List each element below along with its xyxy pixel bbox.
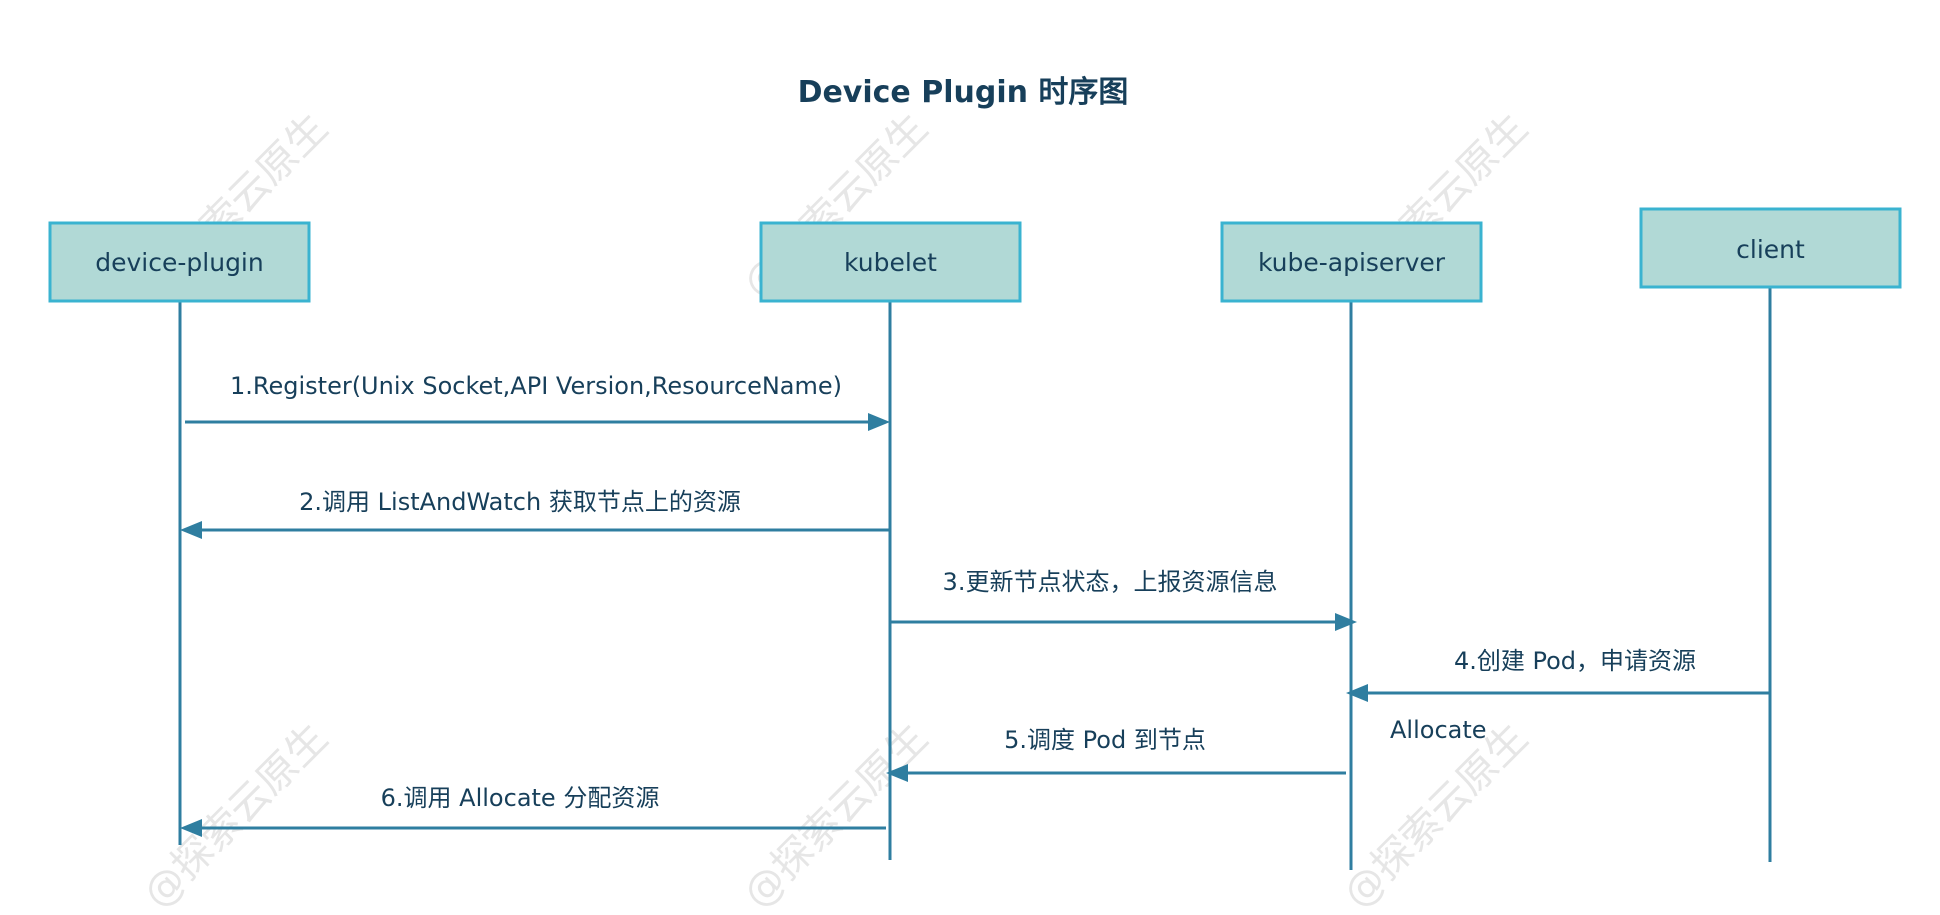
- watermark: @探索云原生: [1335, 715, 1537, 915]
- message-6: 6.调用 Allocate 分配资源: [180, 784, 886, 837]
- participant-label: kubelet: [844, 248, 937, 277]
- message-label: 2.调用 ListAndWatch 获取节点上的资源: [299, 488, 741, 516]
- participant-box: [1220, 221, 1483, 303]
- watermark: @探索云原生: [735, 715, 937, 915]
- message-label: 6.调用 Allocate 分配资源: [381, 784, 660, 812]
- participant-label: device-plugin: [95, 248, 263, 277]
- diagram-title: Device Plugin 时序图: [798, 75, 1129, 110]
- participant-label: kube-apiserver: [1258, 248, 1446, 277]
- message-label: 5.调度 Pod 到节点: [1004, 726, 1206, 754]
- participant-kube-apiserver: kube-apiserver: [1220, 221, 1483, 303]
- participant-box: [759, 221, 1022, 303]
- arrowhead: [1346, 684, 1368, 702]
- message-2: 2.调用 ListAndWatch 获取节点上的资源: [180, 488, 890, 539]
- arrowhead: [180, 521, 202, 539]
- participant-box: [48, 221, 311, 303]
- message-4: 4.创建 Pod，申请资源: [1346, 647, 1770, 702]
- participant-device-plugin: device-plugin: [48, 221, 311, 303]
- participant-label: client: [1736, 235, 1805, 264]
- message-label: 4.创建 Pod，申请资源: [1454, 647, 1696, 675]
- message-label: 3.更新节点状态，上报资源信息: [943, 568, 1278, 596]
- message-label: 1.Register(Unix Socket,API Version,Resou…: [230, 372, 842, 400]
- arrowhead: [886, 764, 908, 782]
- participant-kubelet: kubelet: [759, 221, 1022, 303]
- arrowhead: [180, 819, 202, 837]
- watermark: @探索云原生: [135, 715, 337, 915]
- arrowhead: [1335, 613, 1357, 631]
- participant-box: [1639, 207, 1902, 289]
- message-5: 5.调度 Pod 到节点: [886, 726, 1346, 782]
- participant-client: client: [1639, 207, 1902, 289]
- message-1: 1.Register(Unix Socket,API Version,Resou…: [185, 372, 890, 431]
- allocate-note: Allocate: [1390, 716, 1487, 744]
- message-3: 3.更新节点状态，上报资源信息: [890, 568, 1357, 631]
- arrowhead: [868, 413, 890, 431]
